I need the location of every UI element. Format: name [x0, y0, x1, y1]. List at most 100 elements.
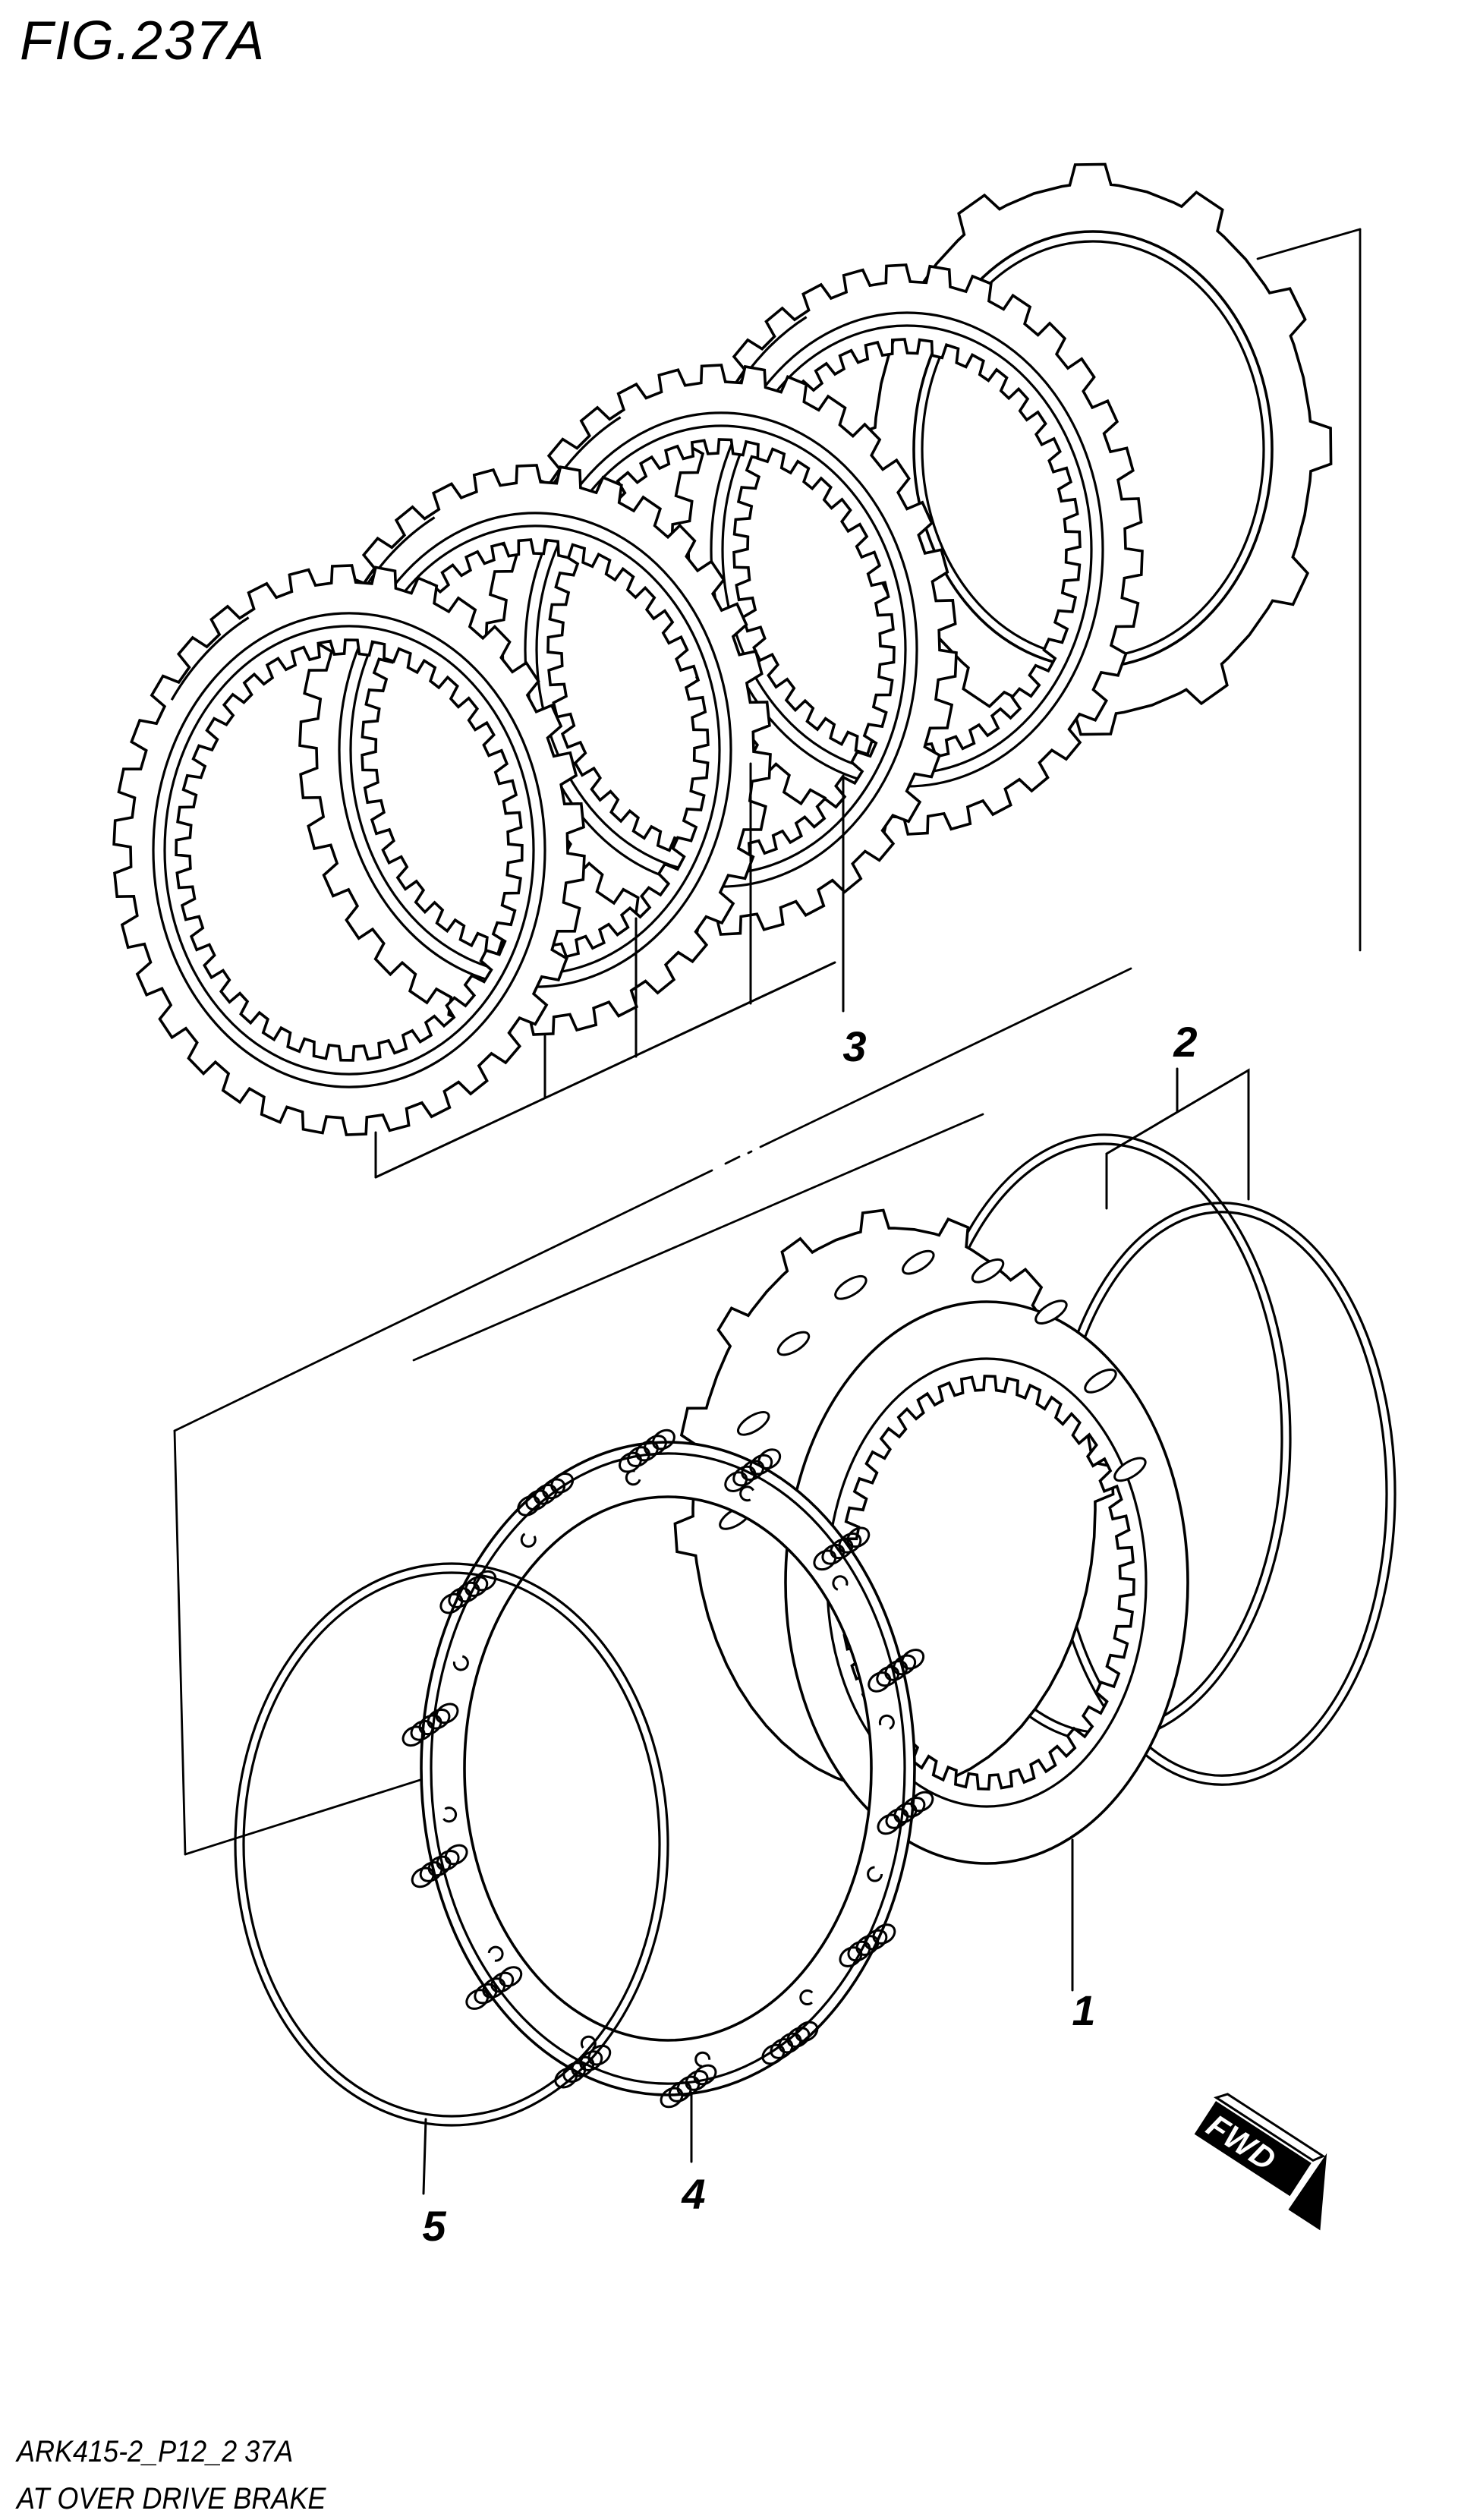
return-spring-coil [838, 1532, 862, 1554]
return-spring-coil [821, 1544, 845, 1565]
return-spring-coil [893, 1654, 917, 1676]
return-spring-coil [685, 2070, 709, 2091]
callout-4: 4 [681, 2170, 705, 2218]
clutch-disc-band-line [152, 612, 546, 1088]
lower-box-top-edge-dot [747, 1150, 753, 1154]
retainer-hole-mark [867, 1866, 883, 1882]
figure-title: FIG.237A [20, 11, 266, 71]
retainer-hole-mark [832, 1575, 849, 1592]
return-spring-coil [855, 1935, 880, 1956]
return-spring-coil [427, 1708, 451, 1730]
brake-ring-outer [234, 1562, 669, 2127]
footer: ARK415-2_P12_2 37A AT OVER DRIVE BRAKE [15, 2435, 326, 2515]
return-spring-coil [757, 1448, 782, 1469]
brake-ring-inner [242, 1571, 661, 2118]
return-spring-coil [473, 1570, 497, 1592]
return-spring-coil [868, 1671, 892, 1693]
return-spring-coil [693, 2064, 717, 2086]
return-spring-coil [724, 1471, 748, 1492]
return-spring-coil [830, 1538, 854, 1560]
return-spring-coil [910, 1791, 934, 1813]
return-spring-coil [490, 1971, 515, 1993]
clutch-disc-outline [112, 564, 586, 1136]
fwd-arrow-banner [1194, 2101, 1312, 2197]
return-spring-coil [901, 1649, 925, 1670]
return-spring-coil [846, 1526, 871, 1548]
return-spring-coil [401, 1725, 426, 1747]
drum-band-slot [1084, 1369, 1117, 1394]
drum-band-slot [1113, 1457, 1147, 1482]
drum-near-face [784, 1300, 1189, 1865]
brake-drum-assembly [234, 1133, 1397, 2127]
return-spring-coil [456, 1581, 480, 1603]
return-spring-coil [474, 1983, 498, 2005]
clutch-disc-hole-line [163, 625, 535, 1076]
return-spring-coil [436, 1850, 460, 1871]
return-spring-coil [749, 1454, 773, 1476]
callout-3: 3 [842, 1022, 866, 1070]
fwd-arrow-top-face [1213, 2093, 1326, 2162]
drum-band-slot [971, 1258, 1005, 1284]
retainer-hole-mark [739, 1485, 756, 1502]
return-spring-coil [550, 1473, 575, 1494]
return-spring-coil [872, 1923, 896, 1945]
return-spring-coil [885, 1808, 909, 1829]
return-spring-coil [410, 1719, 434, 1741]
lower-box-top-edge-dash [724, 1155, 741, 1165]
return-spring-coil [427, 1855, 452, 1877]
lower-box-top-edge-2 [759, 967, 1132, 1148]
clutch-disc-stack [112, 162, 1333, 1136]
retainer-hole-mark [878, 1714, 895, 1731]
footer-code: ARK415-2_P12_2 37A [15, 2435, 293, 2468]
return-spring-coil [464, 1576, 489, 1597]
footer-caption: AT OVER DRIVE BRAKE [15, 2482, 326, 2515]
return-spring-coil [813, 1549, 837, 1571]
return-spring-coil [839, 1946, 863, 1967]
clutch-disc-hole-line [535, 424, 907, 875]
return-spring-coil [444, 1844, 468, 1866]
return-spring-coil [660, 2087, 684, 2109]
return-spring-coil [439, 1592, 464, 1614]
return-spring-coil [419, 1861, 443, 1882]
retainer-hole-mark [799, 1989, 816, 2006]
return-spring-coil [411, 1866, 435, 1888]
retainer-hole-mark [452, 1655, 469, 1671]
retainer-hole-mark [487, 1945, 504, 1962]
return-spring-coil [847, 1940, 871, 1962]
return-spring-coil [465, 1989, 490, 2010]
clutch-disc-band-line [710, 311, 1104, 788]
clutch-disc-hole-line [349, 524, 721, 975]
callout-1: 1 [1072, 1986, 1095, 2034]
return-spring-coil [627, 1446, 650, 1467]
retainer-hole-mark [625, 1469, 641, 1486]
clutch-disc-outline [670, 263, 1144, 836]
return-spring-coil [893, 1802, 918, 1824]
clutch-disc-hole-line [721, 324, 1093, 775]
retaining-plate-outline [853, 162, 1333, 736]
leader-5 [422, 2118, 427, 2195]
upper-box-bottom-edge [412, 1113, 984, 1362]
return-spring-coil [652, 1429, 675, 1451]
callouts: 3 2 1 4 5 [374, 762, 1250, 2250]
construction-lines [173, 228, 1362, 1856]
return-spring-coil [876, 1665, 900, 1687]
retainer-hole-mark [694, 2051, 711, 2068]
retainer-hole-mark [520, 1531, 537, 1548]
return-spring-coil [542, 1478, 566, 1500]
drum-band-slot [1034, 1299, 1068, 1325]
clutch-disc-band-line [524, 411, 918, 888]
return-spring-coil [644, 1435, 667, 1456]
drum-band-slot [737, 1410, 770, 1436]
return-spring-coil [732, 1465, 757, 1487]
drum-band-slot [902, 1249, 935, 1275]
return-spring-coil [482, 1977, 506, 1999]
return-spring-coil [534, 1484, 558, 1505]
return-spring-coil [741, 1460, 765, 1481]
return-spring-coil [884, 1660, 908, 1681]
lower-box-bottom-edge [184, 1777, 427, 1856]
return-spring-coil [795, 2021, 819, 2043]
retainer-hole-mark [580, 2035, 597, 2052]
return-spring-coil [761, 2043, 786, 2065]
return-spring-coil [770, 2038, 794, 2059]
